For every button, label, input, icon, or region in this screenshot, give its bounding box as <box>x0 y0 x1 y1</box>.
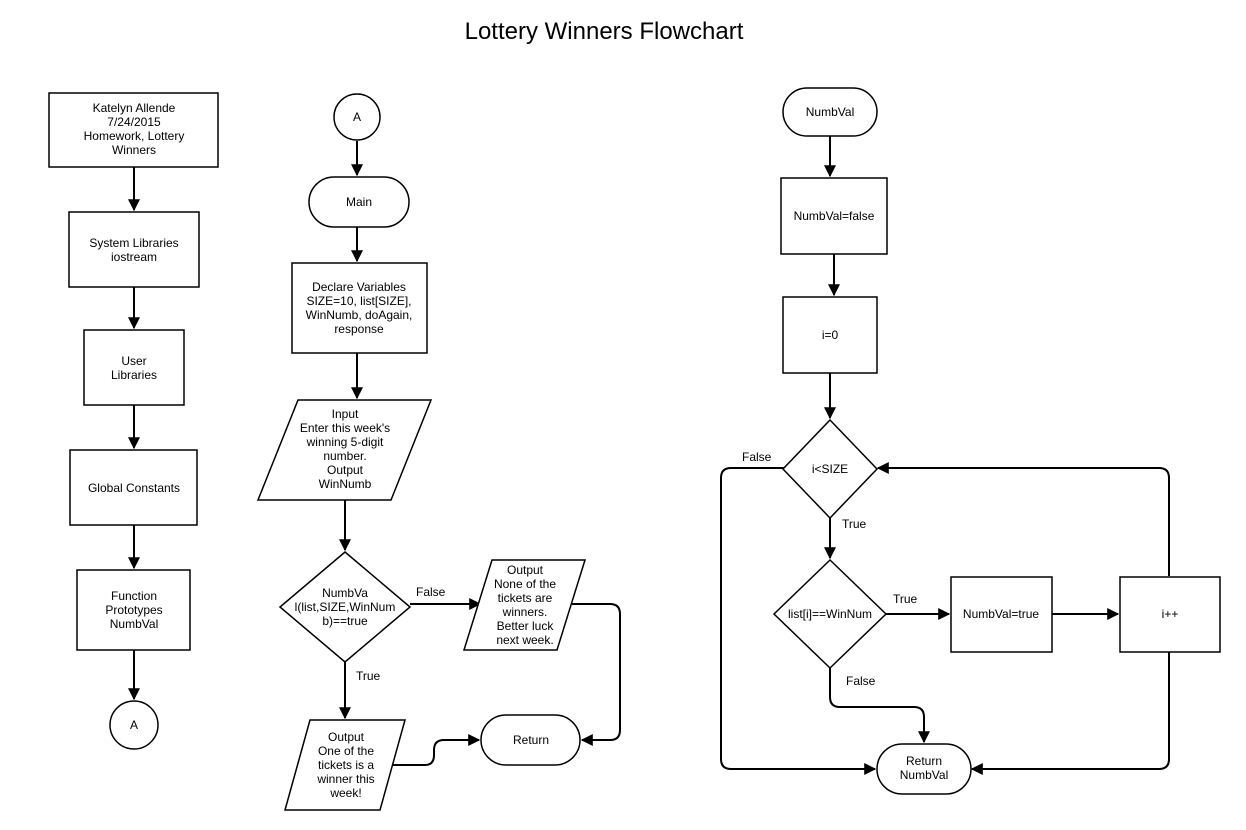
page-title: Lottery Winners Flowchart <box>464 18 744 45</box>
node-connector-a-out: A <box>109 700 159 750</box>
edge-match-false <box>829 668 930 744</box>
node-global-constants: Global Constants <box>69 449 198 526</box>
node-numbval-start: NumbVal <box>782 87 878 137</box>
node-main: Main <box>308 176 410 228</box>
edge-loop-false <box>720 467 877 775</box>
label-loop-true: True <box>842 517 867 531</box>
svg-text:i<SIZE: i<SIZE <box>812 462 848 476</box>
svg-text:A: A <box>130 718 138 732</box>
label-match-false: False <box>846 674 876 688</box>
edge-none-to-return <box>572 603 621 746</box>
node-i-init: i=0 <box>782 296 878 374</box>
node-increment: i++ <box>1119 576 1221 653</box>
svg-text:NumbVal(list,SIZE,WinNumb)==tr: NumbVal(list,SIZE,WinNumb)==true <box>295 586 396 628</box>
svg-text:A: A <box>353 110 361 124</box>
node-loop-condition: i<SIZE <box>781 418 879 520</box>
svg-text:NumbVal=false: NumbVal=false <box>794 209 875 223</box>
edge-increment-to-return <box>970 652 1170 775</box>
node-numbval-false: NumbVal=false <box>780 177 888 255</box>
node-connector-a-in: A <box>333 93 381 141</box>
edge-winner-to-return <box>390 734 481 766</box>
svg-text:i++: i++ <box>1162 607 1179 621</box>
svg-text:NumbVal: NumbVal <box>806 105 854 119</box>
label-decision-true: True <box>356 669 381 683</box>
svg-text:list[i]==WinNum: list[i]==WinNum <box>788 607 872 621</box>
label-decision-false: False <box>416 585 446 599</box>
node-return-main: Return <box>480 714 581 766</box>
node-numbval-true: NumbVal=true <box>950 576 1053 653</box>
label-match-true: True <box>893 592 918 606</box>
svg-text:Return: Return <box>513 733 549 747</box>
svg-text:NumbVal=true: NumbVal=true <box>963 607 1039 621</box>
node-match-condition: list[i]==WinNum <box>772 558 888 670</box>
svg-text:Global Constants: Global Constants <box>88 481 180 495</box>
edge-increment-to-loop <box>876 462 1170 576</box>
svg-text:i=0: i=0 <box>822 328 839 342</box>
edges <box>128 136 1170 775</box>
label-loop-false: False <box>742 450 772 464</box>
svg-text:Main: Main <box>346 195 372 209</box>
